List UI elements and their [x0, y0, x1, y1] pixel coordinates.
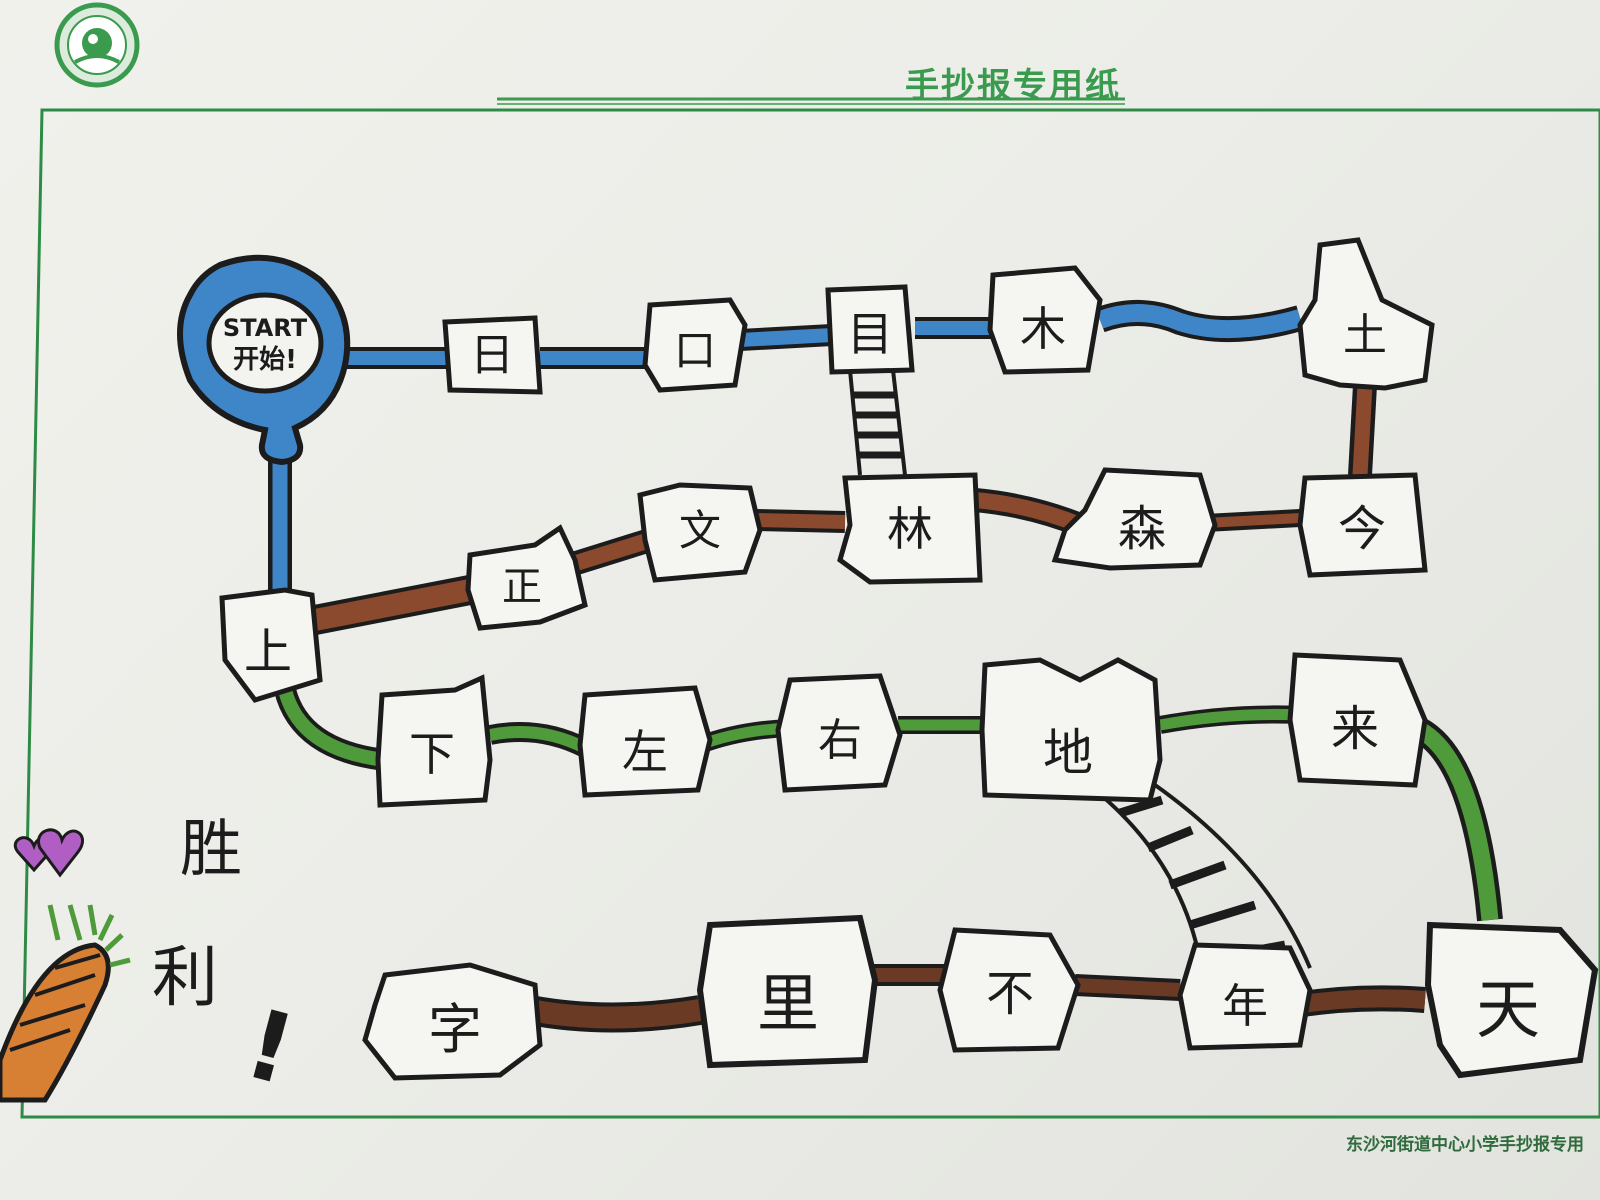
school-emblem-icon — [54, 2, 140, 88]
tile-tian[interactable]: 天 — [1424, 921, 1599, 1079]
footer-school-name: 东沙河街道中心小学手抄报专用 — [1346, 1135, 1584, 1155]
path-brown — [312, 384, 1377, 635]
tile-label: 木 — [1020, 302, 1066, 356]
tile-label: 下 — [409, 727, 455, 781]
start-label: START — [223, 314, 308, 342]
tile-label: 目 — [847, 307, 893, 361]
page-title: 手抄报专用纸 — [905, 66, 1121, 106]
tile-zheng[interactable]: 正 — [465, 524, 588, 631]
tile-label: 不 — [986, 966, 1034, 1022]
tile-label: 里 — [757, 967, 819, 1040]
tile-tu[interactable]: 土 — [1297, 237, 1435, 391]
tile-label: 日 — [470, 330, 514, 381]
tile-zi[interactable]: 字 — [362, 962, 543, 1081]
tile-mu-eye[interactable]: 目 — [825, 284, 915, 375]
page-border — [20, 108, 1600, 1119]
tile-label: 今 — [1338, 501, 1386, 557]
tile-you[interactable]: 右 — [775, 673, 903, 793]
tile-label: 字 — [428, 998, 482, 1061]
tile-jin[interactable]: 今 — [1297, 472, 1428, 578]
path-blue — [268, 300, 1304, 595]
start-label-cn: 开始! — [233, 345, 297, 375]
tile-label: 文 — [679, 506, 721, 555]
tile-label: 右 — [818, 715, 862, 766]
victory-char-1: 胜 — [180, 812, 242, 885]
heart-icon — [13, 828, 85, 878]
tile-label: 森 — [1118, 501, 1166, 557]
tile-di[interactable]: 地 — [979, 657, 1163, 803]
tile-shang[interactable]: 上 — [219, 587, 323, 703]
party-popper-icon — [0, 904, 131, 1103]
ladder-shortcut — [848, 369, 907, 476]
tile-zuo[interactable]: 左 — [577, 685, 713, 798]
tile-label: 天 — [1476, 974, 1540, 1048]
victory-char-2: 利 — [152, 939, 218, 1016]
tile-lai[interactable]: 来 — [1287, 652, 1428, 788]
tile-label: 正 — [502, 564, 542, 610]
tile-kou[interactable]: 口 — [642, 297, 748, 393]
ladder-shortcut-lower — [1093, 776, 1312, 969]
tile-label: 来 — [1331, 701, 1379, 757]
tile-label: 口 — [674, 326, 716, 375]
tile-label: 林 — [887, 502, 933, 556]
start-pin[interactable]: START 开始! — [177, 254, 351, 466]
tile-ri[interactable]: 日 — [442, 315, 543, 395]
exclamation-mark: ! — [234, 987, 305, 1107]
tile-label: 土 — [1343, 310, 1387, 361]
tile-wen[interactable]: 文 — [637, 482, 763, 583]
tile-lin[interactable]: 林 — [837, 472, 983, 585]
tile-label: 上 — [244, 624, 292, 680]
tile-mu-tree[interactable]: 木 — [987, 265, 1103, 375]
tile-bu[interactable]: 不 — [937, 927, 1081, 1053]
tile-li[interactable]: 里 — [696, 914, 879, 1069]
tile-nian[interactable]: 年 — [1177, 942, 1313, 1051]
tile-xia[interactable]: 下 — [375, 674, 493, 808]
tile-label: 年 — [1222, 979, 1268, 1033]
tile-sen[interactable]: 森 — [1051, 467, 1218, 571]
tile-label: 左 — [622, 725, 668, 779]
tile-label: 地 — [1043, 724, 1093, 782]
